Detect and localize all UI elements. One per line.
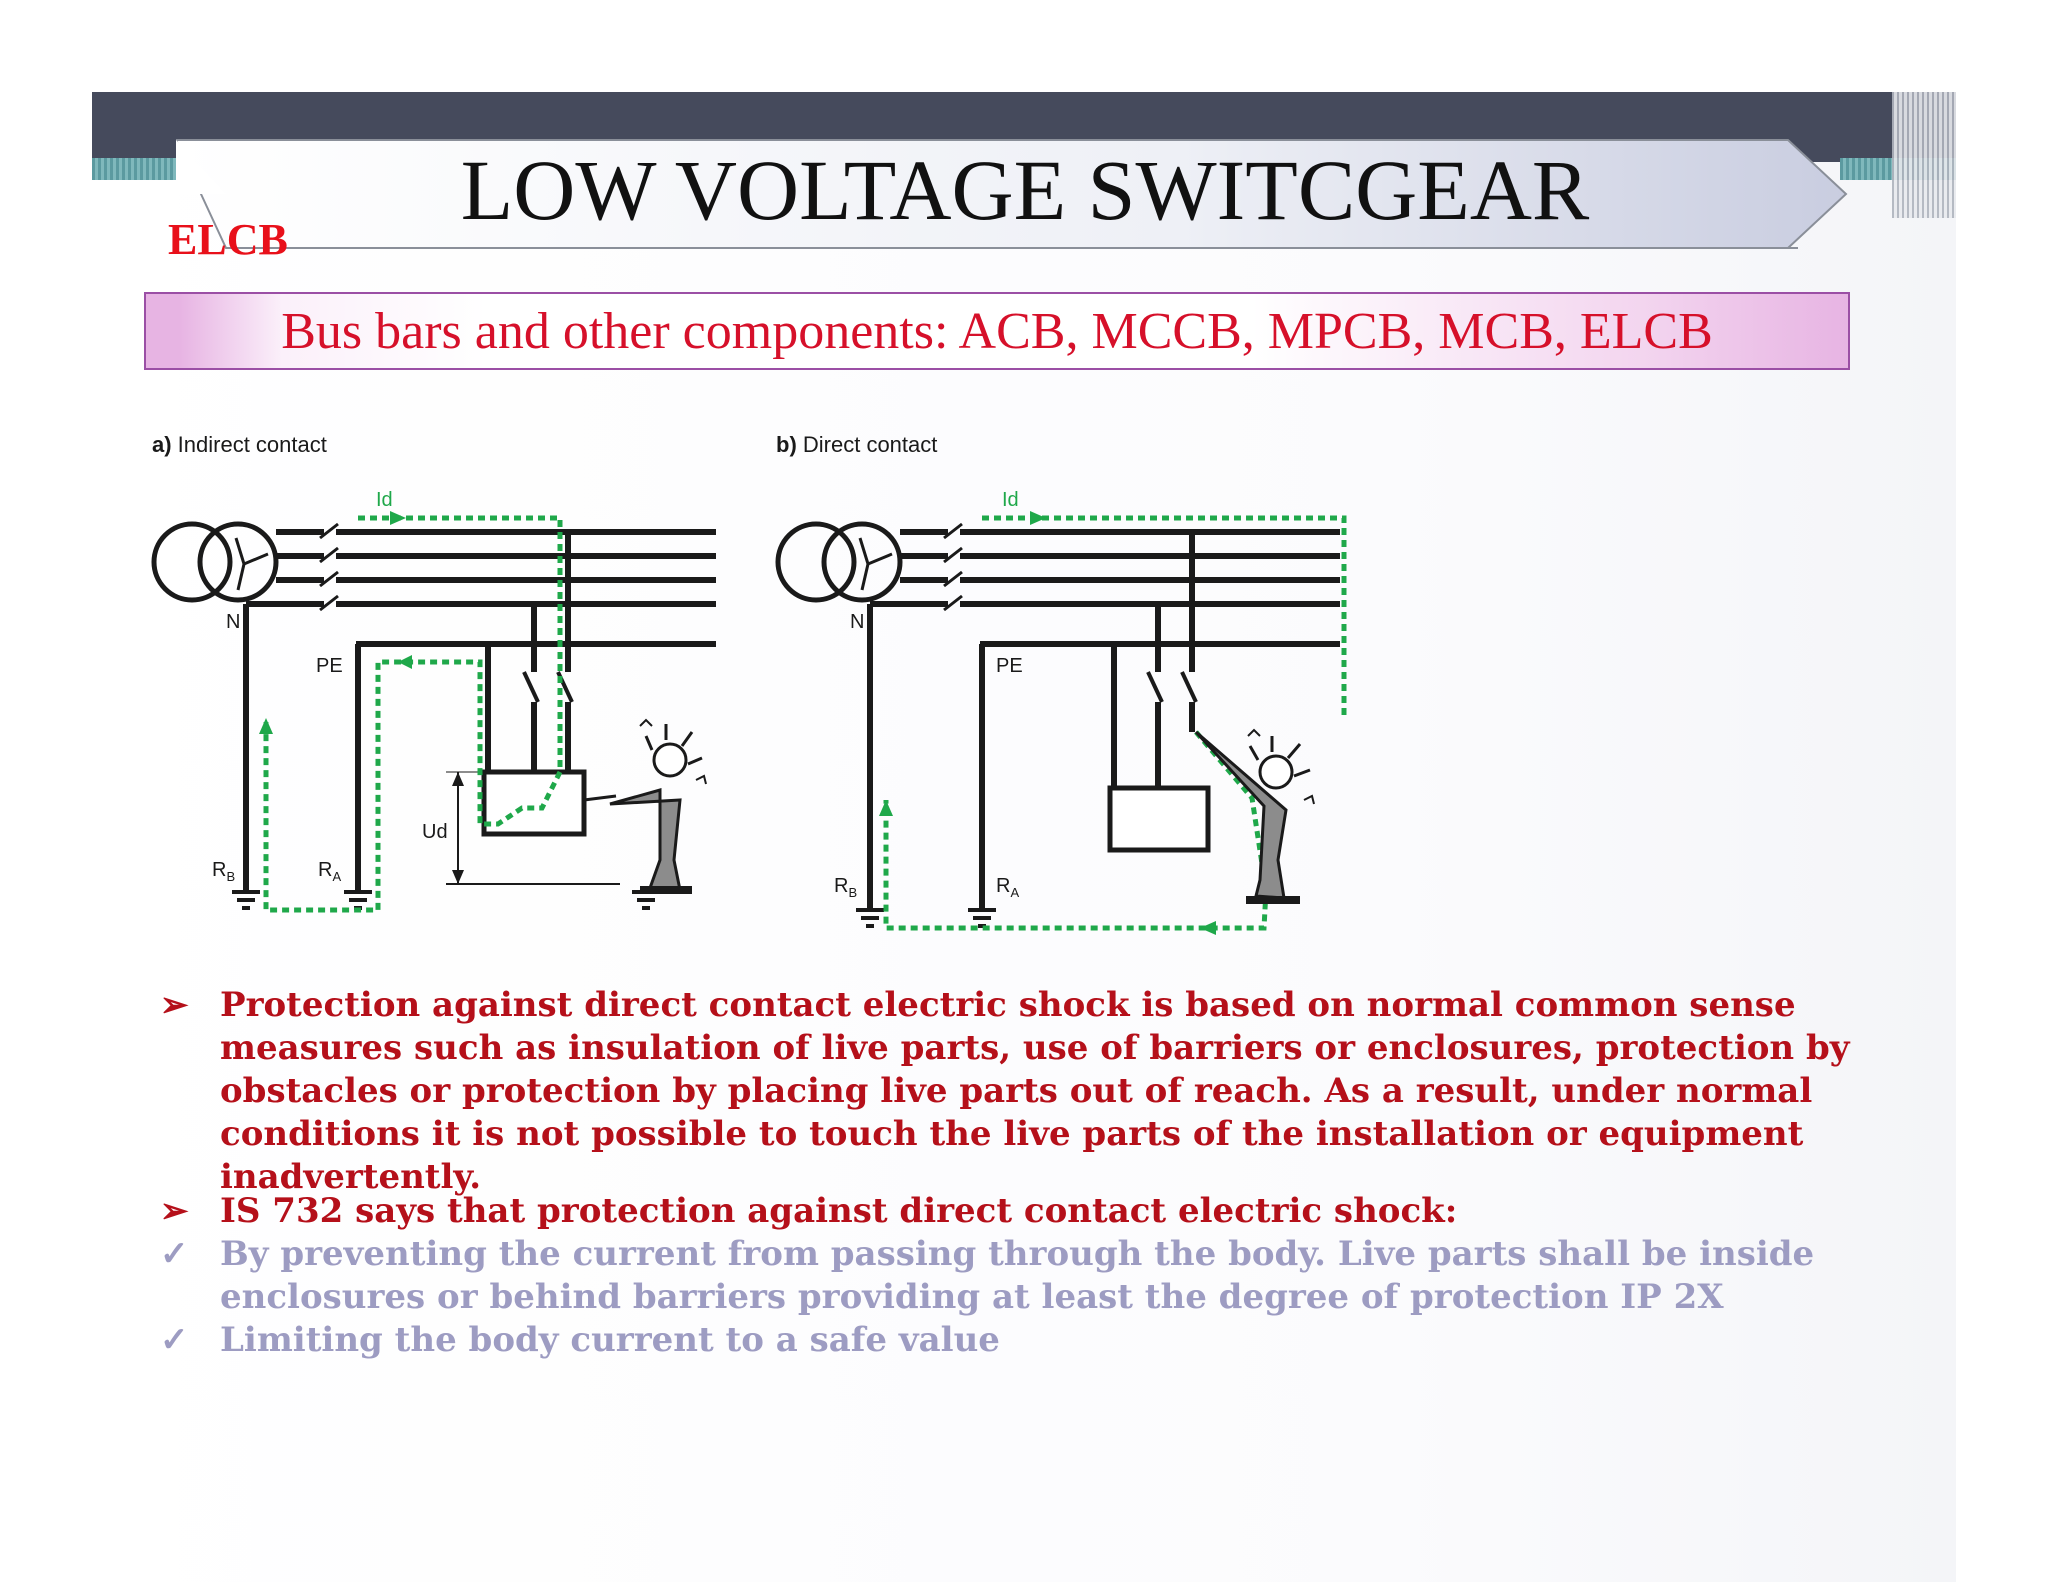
checkmark-icon: ✓ xyxy=(160,1320,189,1360)
panel-a-title: a) Indirect contact xyxy=(152,432,327,457)
bullet-arrow-icon: ➢ xyxy=(160,1191,189,1231)
title-banner-arrow xyxy=(176,139,1848,249)
panel-b-rb-label: RB xyxy=(834,875,857,900)
panel-a-ud-label: Ud xyxy=(422,821,448,843)
section-tag: ELCB xyxy=(168,215,288,264)
panel-a-indirect-contact: a) Indirect contact xyxy=(151,432,716,913)
panel-b-pe-label: PE xyxy=(996,655,1023,677)
panel-b-person-icon xyxy=(1194,728,1315,904)
panel-b-title: b) Direct contact xyxy=(776,432,937,457)
contact-diagram: a) Indirect contact xyxy=(151,432,1347,935)
bullet-arrow-icon: ➢ xyxy=(160,985,189,1025)
panel-a-n-label: N xyxy=(226,611,240,633)
panel-a-rb-label: RB xyxy=(212,859,235,884)
panel-b-id-label: Id xyxy=(1002,489,1019,511)
panel-a-person-icon xyxy=(583,718,707,894)
panel-a-id-label: Id xyxy=(376,489,393,511)
header-stripes xyxy=(1892,92,1956,218)
page-title: LOW VOLTAGE SWITCGEAR xyxy=(460,142,1590,238)
panel-b-n-label: N xyxy=(850,611,864,633)
panel-b-ra-label: RA xyxy=(996,875,1019,900)
panel-a-pe-label: PE xyxy=(316,655,343,677)
title-underline xyxy=(298,247,1798,249)
subtitle-box: Bus bars and other components: ACB, MCCB… xyxy=(144,292,1850,370)
checkmark-icon: ✓ xyxy=(160,1234,189,1274)
panel-a-ra-label: RA xyxy=(318,859,341,884)
subtitle-text: Bus bars and other components: ACB, MCCB… xyxy=(281,303,1713,360)
panel-b-direct-contact: b) Direct contact N PE RB RA xyxy=(775,432,1347,935)
